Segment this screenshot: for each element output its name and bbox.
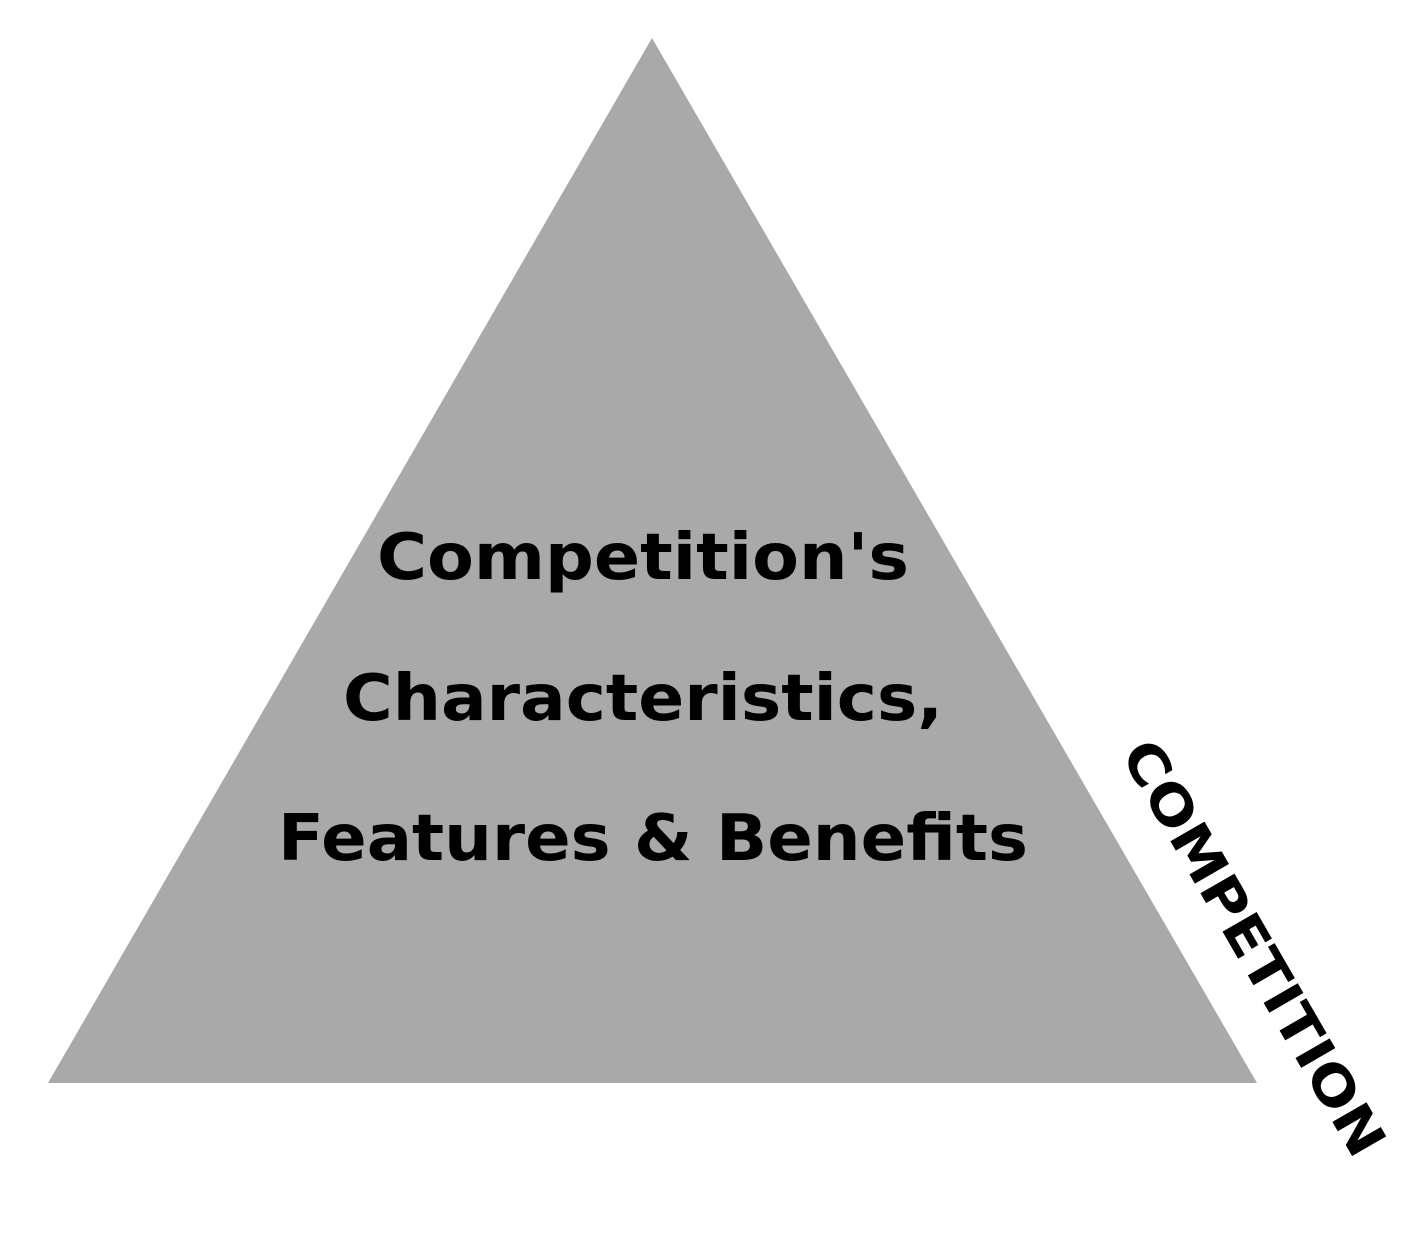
triangle-shape xyxy=(48,38,1257,1083)
center-text-line-2: Characteristics, xyxy=(343,662,943,736)
center-text-line-1: Competition's xyxy=(377,521,909,595)
center-text-line-3: Features & Benefits xyxy=(278,802,1028,876)
